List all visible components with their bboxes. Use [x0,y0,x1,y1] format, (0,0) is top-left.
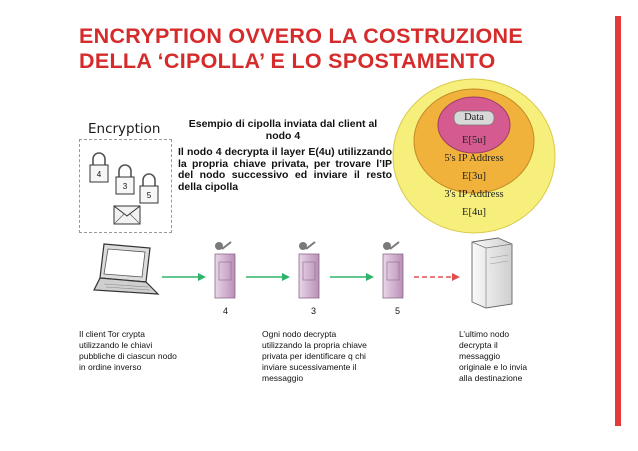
network-path [93,237,513,309]
tor-node-3-icon [298,241,320,299]
padlock-icon: 5 [139,173,159,204]
onion-layer-data: Data [464,112,484,123]
key-icon [299,241,316,250]
envelope-icon [113,205,141,225]
onion-layer-e3u: E[3u] [462,171,486,182]
key-icon [215,241,232,250]
onion-layer-e5u: E[5u] [462,135,486,146]
caption-nodes: Ogni nodo decrypta utilizzando la propri… [262,329,367,383]
slide-title: ENCRYPTION OVVERO LA COSTRUZIONE DELLA ‘… [79,24,524,73]
caption-client: Il client Tor crypta utilizzando le chia… [79,329,177,372]
destination-server-icon [471,237,513,309]
padlock-icon: 3 [115,164,135,195]
onion-layers-shape [392,78,556,234]
encryption-label: Encryption [88,121,161,137]
tor-node-5-icon [382,241,404,299]
lock-number-5: 5 [147,191,152,200]
padlock-icon: 4 [89,152,109,183]
laptop-icon [93,243,160,295]
node-number-4: 4 [223,306,229,316]
lock-number-4: 4 [97,170,102,179]
arrow-icon [246,273,290,281]
example-title: Esempio di cipolla inviata dal client al… [188,118,378,142]
onion-layer-ip5: 5's IP Address [444,153,504,164]
arrow-icon [330,273,374,281]
padlocks-and-envelope: 4 3 5 [89,152,159,225]
example-body: Il nodo 4 decrypta il layer E(4u) utiliz… [178,146,392,193]
onion-layer-ip3: 3's IP Address [444,189,504,200]
caption-last-node: L’ultimo nodo decrypta il messaggio orig… [459,329,528,383]
node-number-3: 3 [311,306,317,316]
lock-number-3: 3 [123,182,128,191]
onion-diagram: Data E[5u] 5's IP Address E[3u] 3's IP A… [392,78,556,235]
node-number-5: 5 [395,306,401,316]
dashed-arrow-icon [414,273,460,281]
key-icon [383,241,400,250]
onion-layer-e4u: E[4u] [462,207,486,218]
encryption-box: 4 3 5 [79,139,172,233]
arrow-icon [162,273,206,281]
tor-node-4-icon [214,241,236,299]
accent-bar [615,16,621,426]
